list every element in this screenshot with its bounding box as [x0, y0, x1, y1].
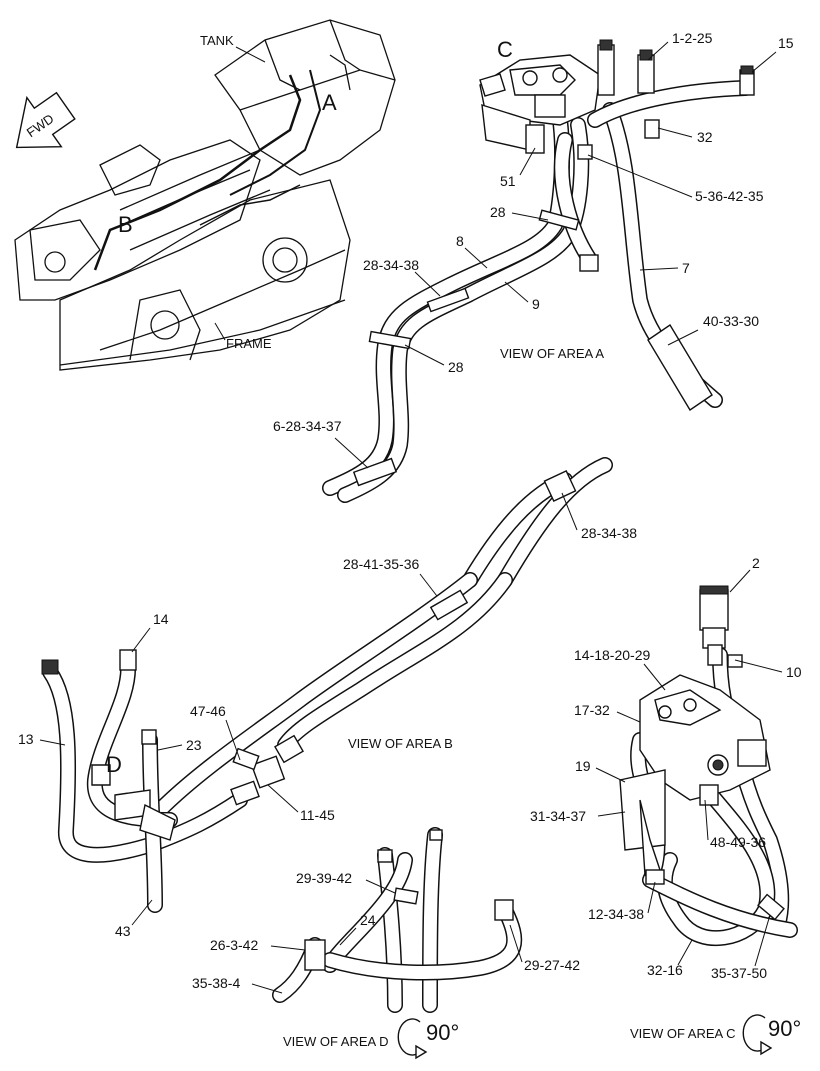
callout-29-27-42: 29-27-42	[524, 957, 580, 973]
callout-8: 8	[456, 233, 464, 249]
machine-overview: FWD TANK FRAME A B	[14, 19, 396, 371]
callout-40-33-30: 40-33-30	[703, 313, 759, 329]
callout-13: 13	[18, 731, 34, 747]
view-area-d: 29-39-42 24 26-3-42 29-27-42 35-38-4 VIE…	[192, 827, 580, 1060]
callout-31-34-37: 31-34-37	[530, 808, 586, 824]
area-d-marker: D	[106, 752, 122, 777]
callout-29-39-42: 29-39-42	[296, 870, 352, 886]
rotate-arrow-icon	[742, 1014, 773, 1056]
callout-1-2-25: 1-2-25	[672, 30, 713, 46]
callout-26-3-42: 26-3-42	[210, 937, 258, 953]
tank-label: TANK	[200, 33, 234, 48]
callout-24: 24	[360, 912, 376, 928]
callout-28-lower: 28	[448, 359, 464, 375]
view-area-c: 2 10 14-18-20-29 17-32 19 31-34-37 48-49…	[530, 555, 802, 1056]
callout-28-34-38-lower: 28-34-38	[581, 525, 637, 541]
view-area-b-caption: VIEW OF AREA B	[348, 736, 453, 751]
callout-15: 15	[778, 35, 794, 51]
callout-12-34-38: 12-34-38	[588, 906, 644, 922]
callout-35-37-50: 35-37-50	[711, 965, 767, 981]
callout-10: 10	[786, 664, 802, 680]
callout-6-28-34-37: 6-28-34-37	[273, 418, 342, 434]
callout-48-49-36: 48-49-36	[710, 834, 766, 850]
callout-28-41-35-36: 28-41-35-36	[343, 556, 419, 572]
rotate-arrow-icon	[397, 1018, 428, 1060]
callout-43: 43	[115, 923, 131, 939]
area-c-marker: C	[497, 37, 513, 62]
callout-28-upper: 28	[490, 204, 506, 220]
callout-5-36-42-35: 5-36-42-35	[695, 188, 764, 204]
callout-51: 51	[500, 173, 516, 189]
callout-32-16: 32-16	[647, 962, 683, 978]
area-b-marker: B	[118, 212, 133, 237]
callout-23: 23	[186, 737, 202, 753]
callout-17-32: 17-32	[574, 702, 610, 718]
callout-35-38-4: 35-38-4	[192, 975, 240, 991]
callout-14: 14	[153, 611, 169, 627]
view-area-c-rotation: 90°	[768, 1016, 801, 1041]
view-area-b: 14 13 D 47-46 23 VIEW OF AREA B 11-45 43	[18, 572, 513, 939]
callout-2: 2	[752, 555, 760, 571]
area-a-marker: A	[322, 90, 337, 115]
callout-32: 32	[697, 129, 713, 145]
view-area-d-rotation: 90°	[426, 1020, 459, 1045]
view-area-a: C 1-2-25 15 32 51 5-36-42-35 28 8 7 28-3…	[273, 30, 794, 601]
callout-14-18-20-29: 14-18-20-29	[574, 647, 650, 663]
callout-7: 7	[682, 260, 690, 276]
fwd-arrow-icon	[15, 91, 76, 149]
callout-28-34-38-upper: 28-34-38	[363, 257, 419, 273]
view-area-d-caption: VIEW OF AREA D	[283, 1034, 388, 1049]
callout-9: 9	[532, 296, 540, 312]
view-area-a-caption: VIEW OF AREA A	[500, 346, 604, 361]
callout-47-46: 47-46	[190, 703, 226, 719]
view-area-c-caption: VIEW OF AREA C	[630, 1026, 735, 1041]
callout-19: 19	[575, 758, 591, 774]
callout-11-45: 11-45	[300, 807, 335, 823]
valve-block-c	[479, 54, 601, 154]
frame-label: FRAME	[226, 336, 272, 351]
